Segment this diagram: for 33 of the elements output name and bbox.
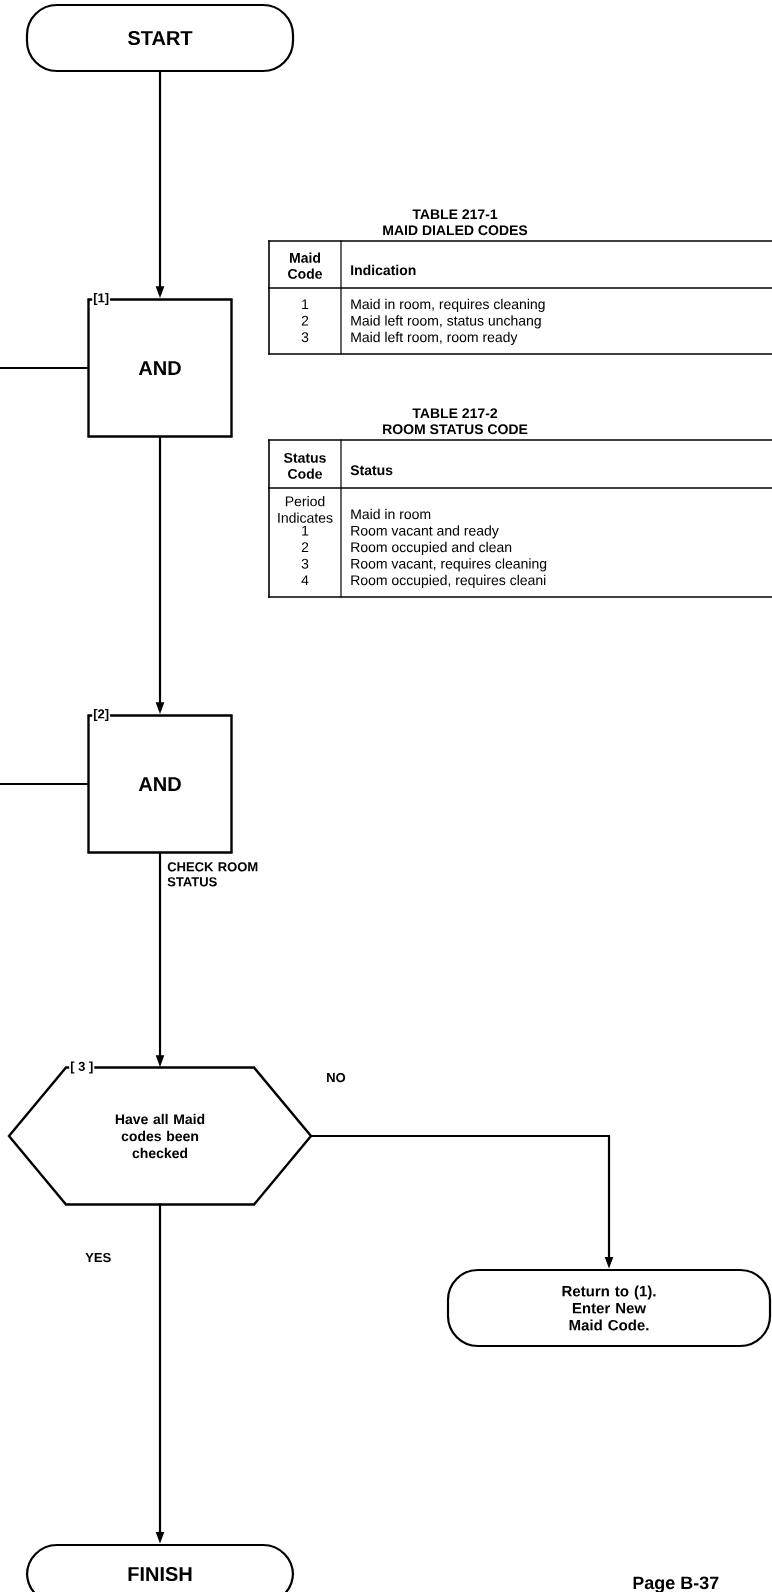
table-cell: Maid left room, status unchang (351, 315, 541, 329)
table-cell: Room occupied, requires cleani (351, 574, 546, 588)
edge-label: YES (85, 1252, 111, 1263)
table-cell: 2 (301, 542, 309, 552)
column-header: Status Code (284, 452, 326, 479)
table-cell: 2 (301, 315, 309, 326)
table-title: MAID DIALED CODES (383, 225, 528, 236)
column-header: Indication (351, 264, 416, 276)
table-cell: Maid in room (351, 508, 431, 520)
connector-line (0, 782, 89, 786)
table-cell: 1 (302, 525, 309, 536)
table-cell: Maid in room, requires cleaning (351, 298, 545, 312)
edge-label: NO (327, 1072, 346, 1083)
table-cell: 4 (301, 575, 309, 585)
process-box: AND [2] (87, 707, 233, 854)
column-header: Status (350, 465, 393, 476)
table-cell: Room vacant and ready (351, 525, 499, 539)
table-title: TABLE 217-2 (412, 408, 498, 418)
table-cell: Room occupied and clean (351, 541, 512, 555)
edge-label: CHECK ROOM STATUS (167, 862, 258, 887)
column-header: Maid Code (288, 252, 323, 279)
connector-line (0, 366, 89, 370)
table-cell: 1 (302, 299, 309, 309)
table-title: TABLE 217-1 (412, 209, 498, 219)
table-cell: Maid left room, room ready (351, 331, 518, 345)
table-cell: Period Indicates (278, 496, 333, 523)
page-number: Page B-37 (633, 1576, 719, 1592)
table-title: ROOM STATUS CODE (383, 424, 528, 435)
decision-hexagon: Have all Maid codes been checked [ 3 ] (7, 1060, 313, 1206)
table-cell: 3 (301, 558, 309, 569)
process-box: AND [1] (87, 291, 233, 438)
table-cell: Room vacant, requires cleaning (351, 558, 547, 572)
table-cell: 3 (301, 332, 309, 343)
